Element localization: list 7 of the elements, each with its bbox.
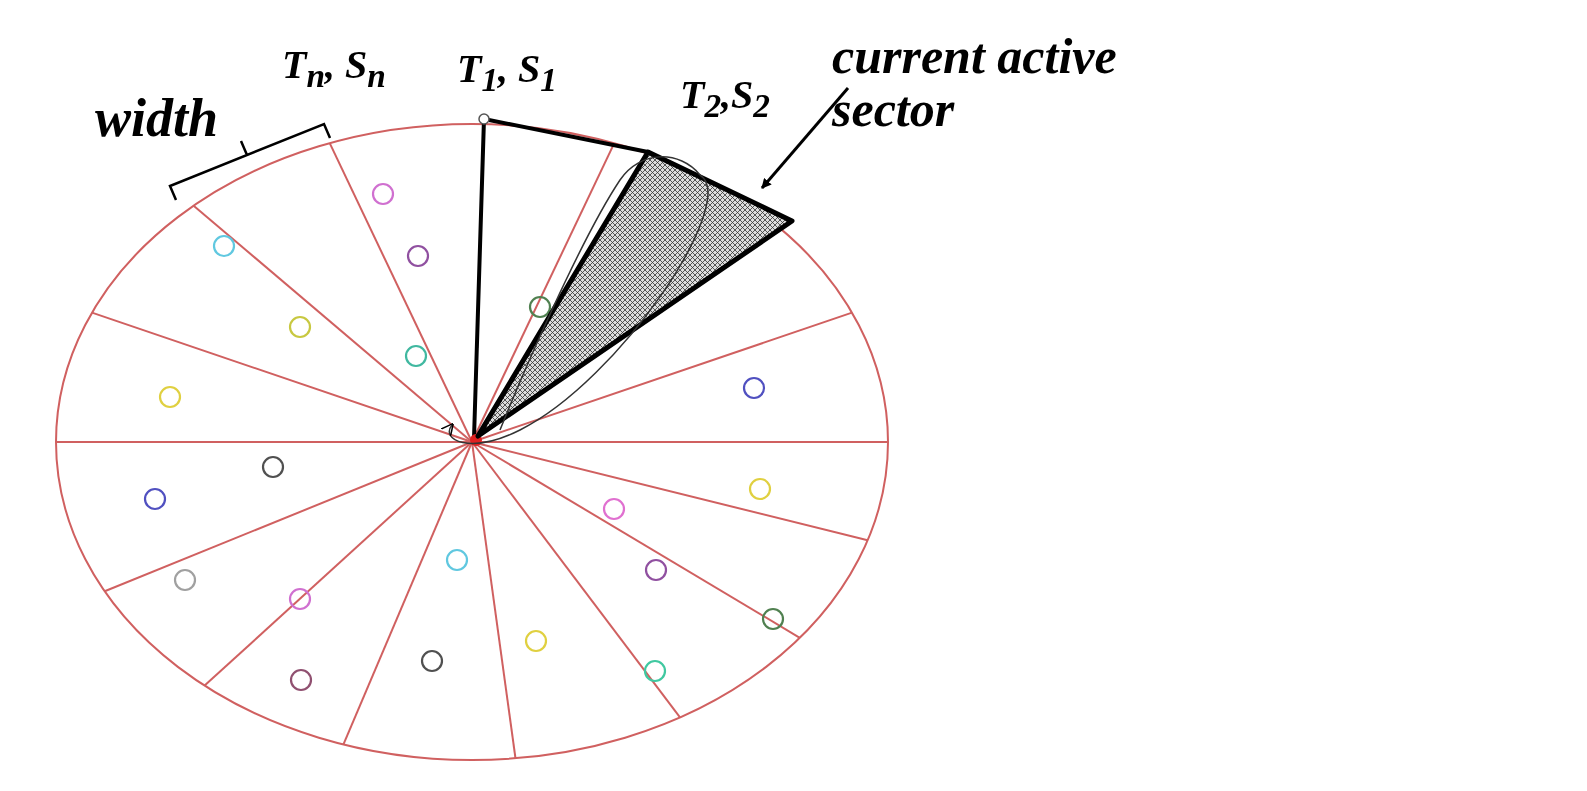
- point-label: T$_{2}$,S$_{2}$: [680, 74, 771, 123]
- leader-line: [760, 87, 850, 189]
- callout-text: current active sector: [832, 30, 1162, 135]
- dimension-label: width: [95, 90, 219, 147]
- point-label: T$_{n}$, S$_{n}$: [282, 44, 386, 93]
- active-sector: [475, 149, 795, 439]
- point-label: T$_{1}$, S$_{1}$: [457, 48, 558, 97]
